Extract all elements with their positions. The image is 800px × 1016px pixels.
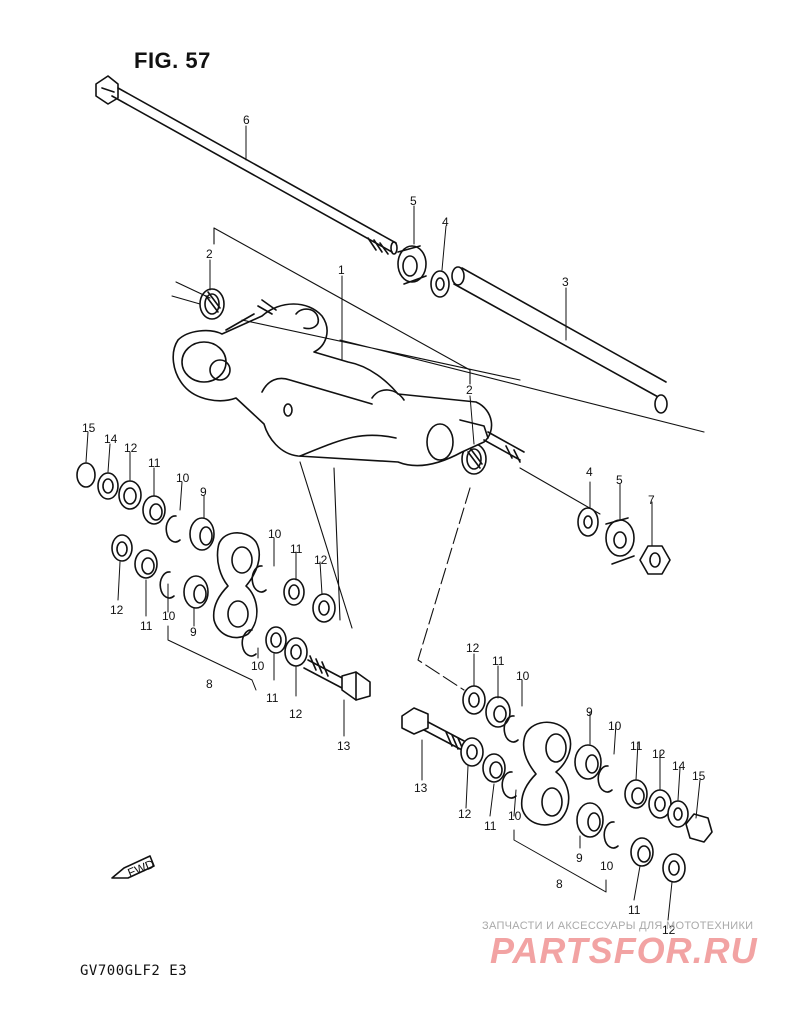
- long-bolt-part: [95, 75, 398, 255]
- callout-14: 14: [104, 432, 118, 446]
- right-rod-assembly: [401, 685, 713, 883]
- callout-1: 1: [338, 263, 345, 277]
- long-tube-part: [451, 266, 668, 414]
- callout-12: 12: [662, 923, 676, 937]
- reference-bracket-lines: [171, 227, 705, 515]
- callout-10: 10: [176, 471, 190, 485]
- callout-11: 11: [492, 654, 505, 668]
- left-rod-assembly: [76, 462, 371, 701]
- figure-title: FIG. 57: [134, 48, 211, 73]
- callout-9: 9: [586, 705, 593, 719]
- callout-8: 8: [556, 877, 563, 891]
- callout-12: 12: [314, 553, 328, 567]
- cushion-lever-body: [172, 299, 525, 467]
- callout-11: 11: [484, 819, 497, 833]
- watermark-logo: PARTSFOR.RU: [490, 930, 758, 971]
- callout-5: 5: [616, 473, 623, 487]
- callout-10: 10: [162, 609, 176, 623]
- fwd-arrow-icon: [111, 855, 155, 879]
- leader-lines: [85, 125, 701, 921]
- callout-5: 5: [410, 194, 417, 208]
- callout-10: 10: [268, 527, 282, 541]
- callout-4: 4: [586, 465, 593, 479]
- upper-spacer-washer: [397, 245, 450, 298]
- callout-12: 12: [466, 641, 480, 655]
- callout-9: 9: [200, 485, 207, 499]
- callout-10: 10: [508, 809, 522, 823]
- callout-6: 6: [243, 113, 250, 127]
- callout-15: 15: [692, 769, 706, 783]
- callout-12: 12: [458, 807, 472, 821]
- callout-11: 11: [630, 739, 643, 753]
- callout-12: 12: [652, 747, 666, 761]
- callout-15: 15: [82, 421, 96, 435]
- callout-12: 12: [289, 707, 303, 721]
- callout-4: 4: [442, 215, 449, 229]
- model-code: GV700GLF2 E3: [80, 963, 188, 979]
- callout-2: 2: [206, 247, 213, 261]
- callout-2: 2: [466, 383, 473, 397]
- callout-7: 7: [648, 493, 655, 507]
- callout-11: 11: [290, 542, 303, 556]
- callout-3: 3: [562, 275, 569, 289]
- watermark-tagline: ЗАПЧАСТИ И АКСЕССУАРЫ ДЛЯ МОТОТЕХНИКИ: [482, 920, 754, 932]
- callout-10: 10: [516, 669, 530, 683]
- callout-9: 9: [190, 625, 197, 639]
- callout-labels: 6 5 4 3 2 1 2 15 14 12 11 10 9 12 11 10 …: [82, 113, 706, 937]
- callout-11: 11: [266, 691, 279, 705]
- callout-9: 9: [576, 851, 583, 865]
- callout-8: 8: [206, 677, 213, 691]
- assembly-routing-lines: [299, 461, 471, 691]
- washer-spacer-nut-right: [577, 507, 671, 575]
- callout-10: 10: [251, 659, 265, 673]
- callout-11: 11: [628, 903, 641, 917]
- callout-13: 13: [337, 739, 351, 753]
- callout-12: 12: [110, 603, 124, 617]
- callout-13: 13: [414, 781, 428, 795]
- bearing-upper: [199, 288, 225, 320]
- callout-11: 11: [148, 456, 161, 470]
- callout-11: 11: [140, 619, 153, 633]
- fwd-label: FWD: [126, 857, 157, 880]
- callout-10: 10: [608, 719, 622, 733]
- callout-10: 10: [600, 859, 614, 873]
- callout-14: 14: [672, 759, 686, 773]
- callout-12: 12: [124, 441, 138, 455]
